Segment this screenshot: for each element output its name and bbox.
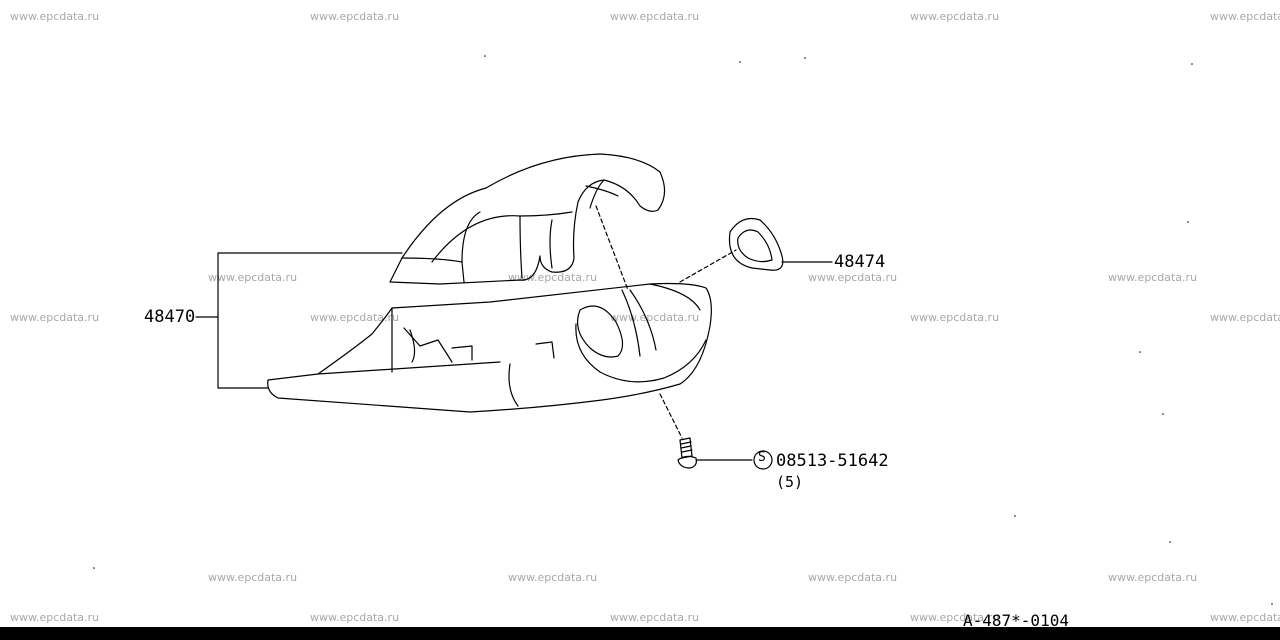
watermark: www.epcdata.ru: [208, 571, 298, 584]
figure-code: A-487*-0104: [963, 611, 1069, 630]
scan-specks: [93, 55, 1273, 605]
screw-quantity: (5): [776, 473, 804, 491]
ring-part: [728, 217, 833, 271]
watermark: www.epcdata.ru: [1210, 311, 1280, 324]
screw-part: [677, 437, 753, 469]
watermark: www.epcdata.ru: [610, 10, 700, 23]
watermark: www.epcdata.ru: [910, 311, 1000, 324]
part-number-ring: 48474: [834, 252, 886, 272]
watermark: www.epcdata.ru: [808, 271, 898, 284]
standard-part-symbol: S: [758, 450, 766, 465]
watermark: www.epcdata.ru: [10, 311, 100, 324]
part-number-cover: 48470: [144, 307, 196, 327]
watermark: www.epcdata.ru: [508, 271, 598, 284]
lower-column-cover: [267, 282, 712, 413]
watermark: www.epcdata.ru: [1108, 571, 1198, 584]
watermark: www.epcdata.ru: [310, 611, 400, 624]
watermark: www.epcdata.ru: [208, 271, 298, 284]
assembly-lines: [595, 205, 737, 439]
watermark: www.epcdata.ru: [10, 611, 100, 624]
part-number-screw: 08513-51642: [776, 451, 889, 471]
watermark: www.epcdata.ru: [310, 311, 400, 324]
watermark: www.epcdata.ru: [310, 10, 400, 23]
watermark: www.epcdata.ru: [1210, 10, 1280, 23]
upper-column-cover: [389, 153, 666, 285]
watermark: www.epcdata.ru: [10, 10, 100, 23]
watermark: www.epcdata.ru: [508, 571, 598, 584]
bottom-border: [0, 627, 1280, 640]
watermark: www.epcdata.ru: [910, 10, 1000, 23]
callout-48470: [195, 252, 403, 389]
watermark: www.epcdata.ru: [1108, 271, 1198, 284]
watermark: www.epcdata.ru: [610, 611, 700, 624]
watermark: www.epcdata.ru: [1210, 611, 1280, 624]
watermark: www.epcdata.ru: [808, 571, 898, 584]
standard-part-symbol-circle: [753, 450, 773, 470]
watermark: www.epcdata.ru: [610, 311, 700, 324]
watermark: www.epcdata.ru: [910, 611, 1000, 624]
